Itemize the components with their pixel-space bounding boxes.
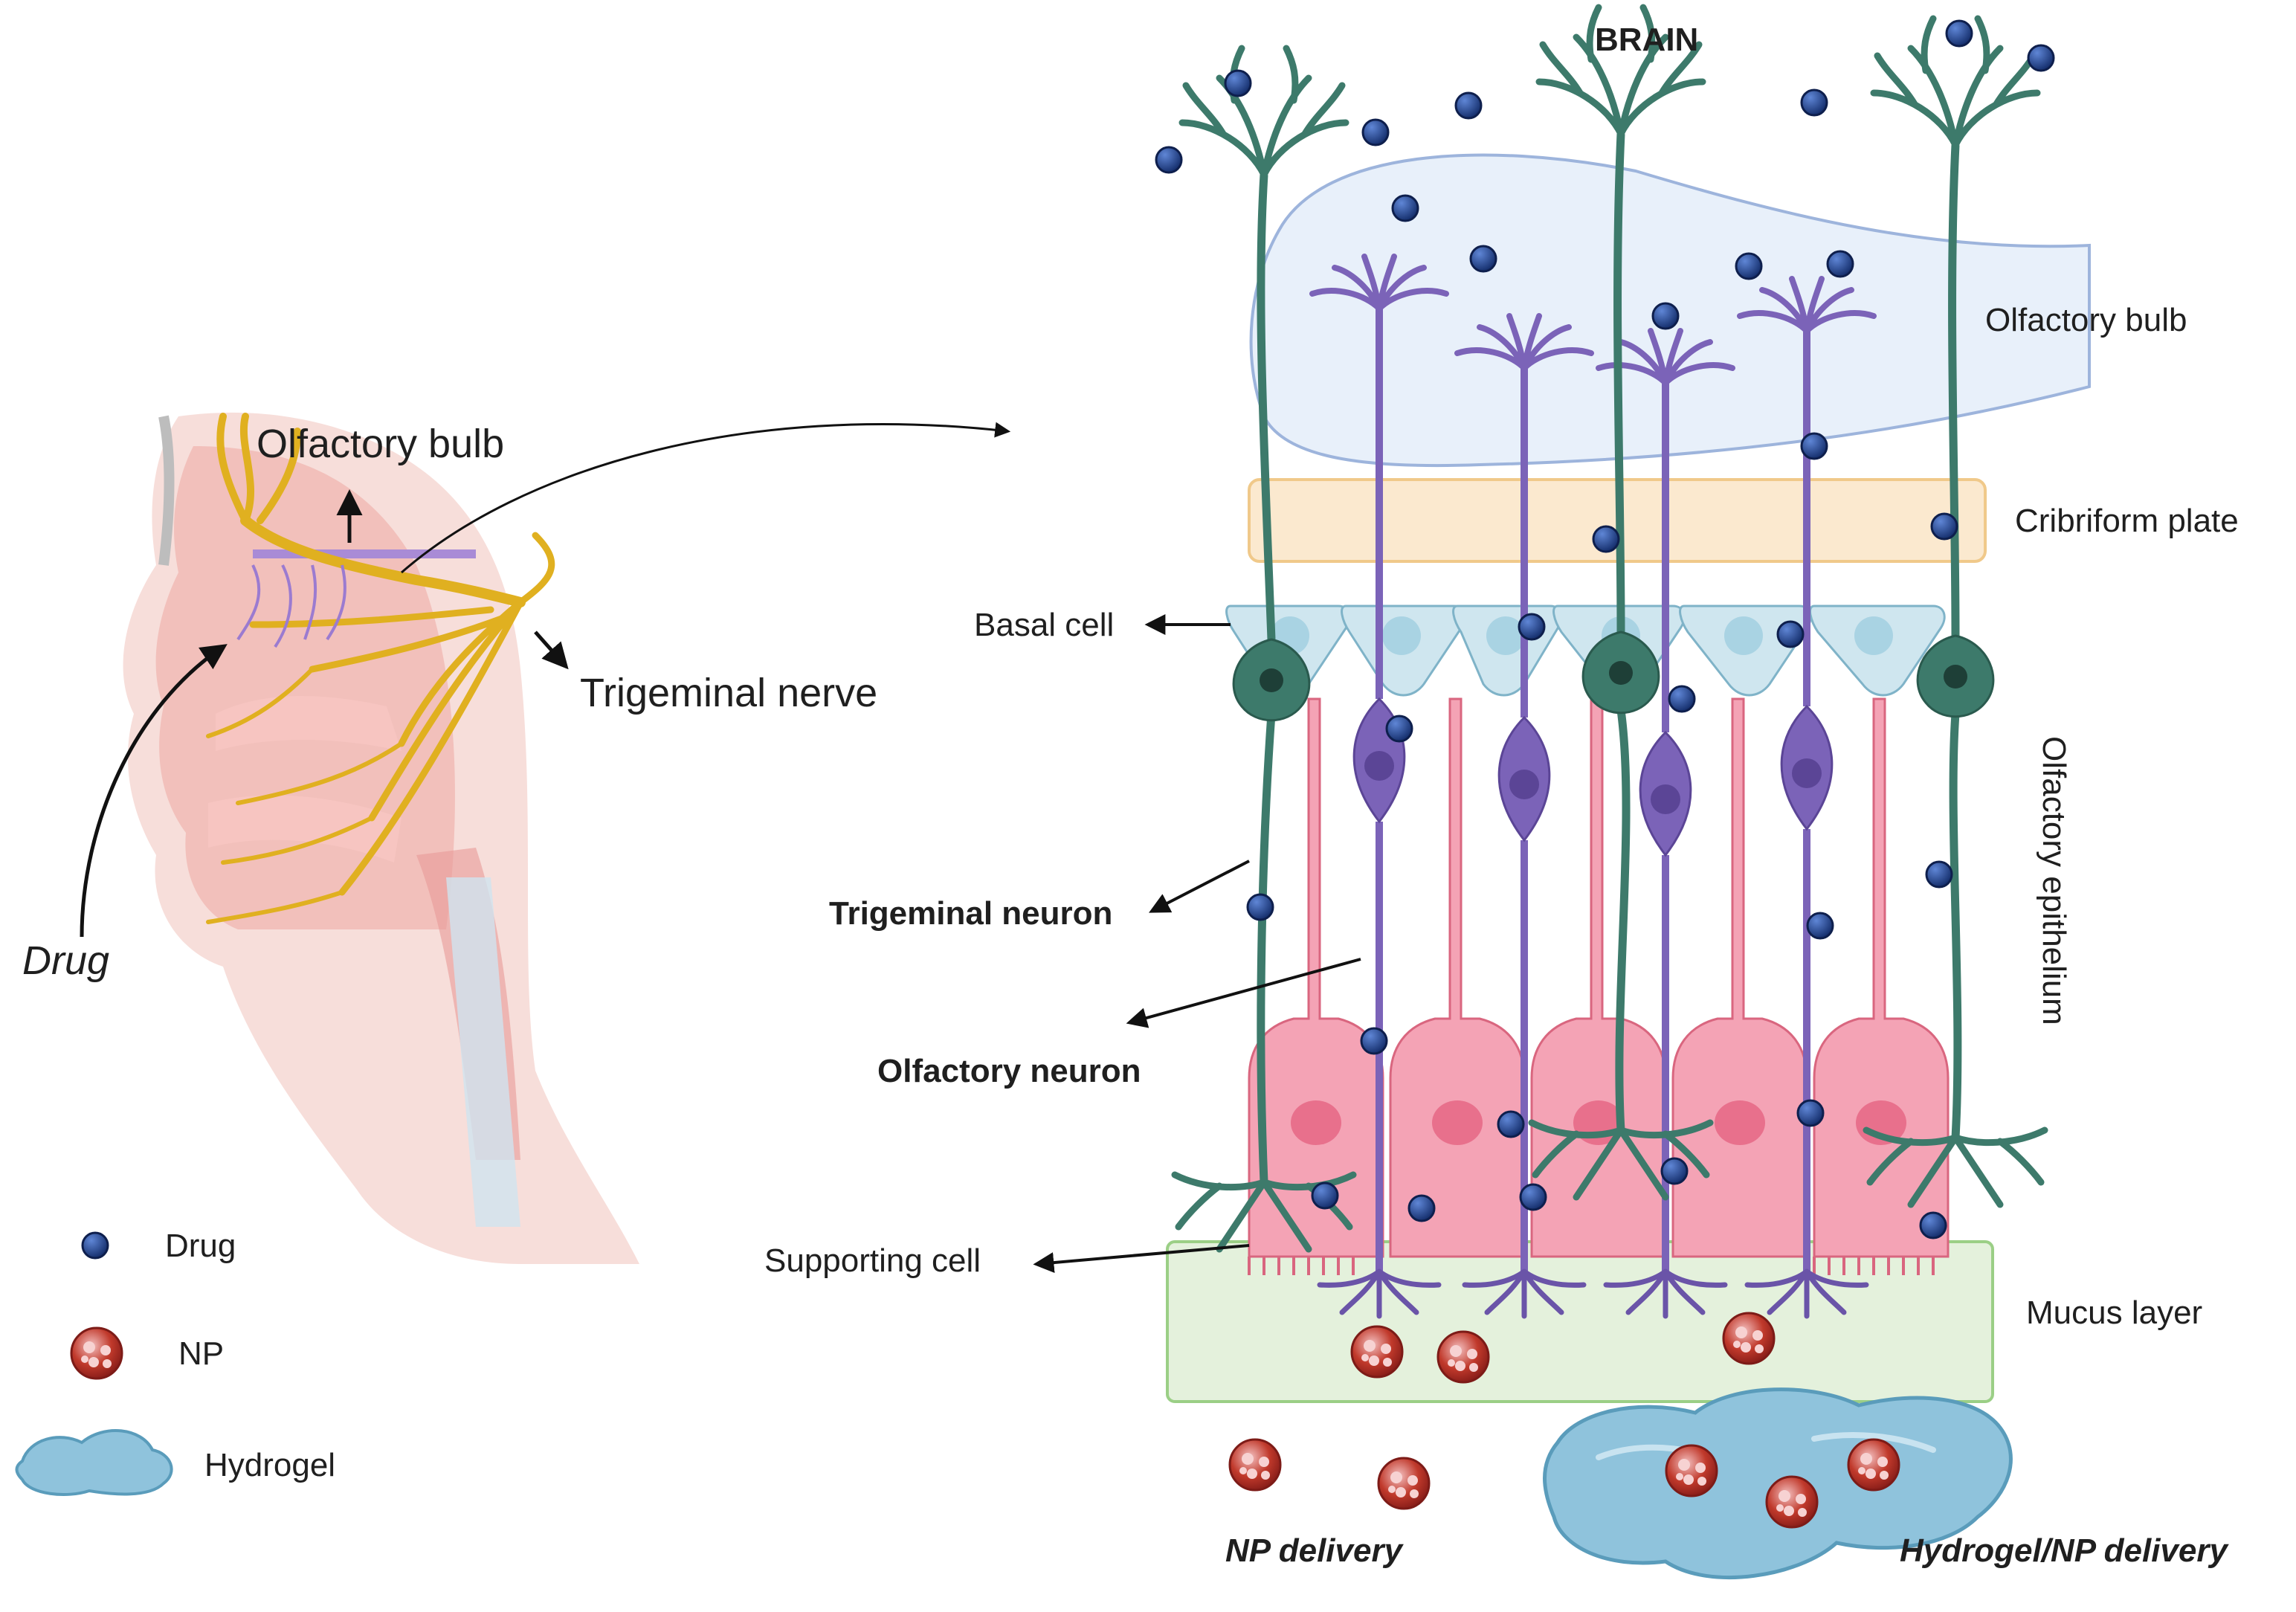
basal-cells [1225,604,1946,697]
legend-np-label: NP [178,1335,224,1372]
drug-molecule [1800,432,1828,460]
drug-molecule [1735,252,1763,280]
drug-molecule [1469,245,1497,273]
drug-molecule [1497,1110,1525,1138]
olfactory-neuron [1740,279,1874,1316]
drug-molecule [1360,1027,1388,1055]
label-olfactory-bulb: Olfactory bulb [1985,302,2187,338]
legend: Drug NP Hydrogel [15,1228,335,1496]
nanoparticle [1665,1444,1718,1497]
label-brain: BRAIN [1595,22,1698,58]
nanoparticle [1765,1475,1819,1529]
legend-hydrogel-label: Hydrogel [204,1447,335,1483]
drug-molecule [1519,1183,1547,1211]
label-drug-entry: Drug [22,938,109,983]
drug-molecule [1592,525,1620,553]
mucus-layer [1166,1240,1994,1403]
drug-molecule [1919,1211,1947,1239]
supporting-cell-arrow [1033,1244,1250,1273]
hydrogel-delivery-group [1543,1387,2013,1579]
drug-molecule [1660,1157,1689,1185]
olfactory-neuron-arrow [1126,958,1361,1028]
drug-molecule [1391,194,1419,222]
drug-molecule [1776,620,1805,648]
nanoparticle [1847,1438,1900,1492]
drug-molecule [1385,715,1413,743]
drug-molecule [1311,1181,1339,1210]
supporting-cell [1813,697,1950,1258]
legend-hydrogel-icon [15,1429,173,1496]
drug-molecule [1826,250,1854,278]
drug-molecule [1945,19,1973,48]
drug-molecule [1518,613,1546,641]
drug-molecule [2027,44,2055,72]
drug-molecule [1246,893,1274,921]
trigeminal-nerve-arrow [534,631,569,670]
drug-molecule [1155,146,1183,174]
label-basal-cell: Basal cell [974,607,1114,643]
drug-molecule [1361,118,1390,146]
drug-molecule [1796,1099,1825,1127]
drug-molecule [1454,91,1483,120]
trigeminal-neuron [1532,7,1710,1197]
np-delivery-group [1228,1438,1431,1510]
drug-molecule [1224,69,1252,97]
trigeminal-neurons [1175,7,2045,1249]
drug-molecule [1407,1194,1436,1222]
legend-drug-label: Drug [165,1228,236,1264]
drug-molecule [1668,685,1696,713]
nanoparticle [1722,1312,1776,1365]
trigeminal-neuron-arrow [1149,860,1250,913]
nanoparticle [1377,1457,1431,1510]
drug-molecule [1806,912,1834,940]
label-mucus-layer: Mucus layer [2026,1295,2202,1331]
label-trigeminal-neuron: Trigeminal neuron [829,895,1112,932]
legend-nanoparticle-icon [70,1326,123,1380]
drug-entry-arrow [80,644,228,938]
nanoparticle [1350,1325,1404,1379]
label-trigeminal-nerve: Trigeminal nerve [580,671,877,715]
label-olfactory-bulb-head: Olfactory bulb [257,422,504,466]
drug-molecule [1651,302,1680,330]
drug-molecule [1925,860,1953,889]
zoom-in-arrow [401,422,1011,574]
label-np-delivery: NP delivery [1225,1532,1405,1569]
label-olfactory-neuron: Olfactory neuron [877,1053,1141,1089]
drug-molecule [1930,512,1958,541]
olfactory-neuron [1457,316,1591,1316]
nanoparticle [1436,1330,1490,1384]
legend-drug-dot-icon [81,1231,109,1260]
supporting-cells [1248,697,1950,1275]
olfactory-neuron [1599,331,1732,1316]
drug-molecule [1800,88,1828,117]
label-hydrogel-np-delivery: Hydrogel/NP delivery [1900,1532,2229,1569]
label-supporting-cell: Supporting cell [764,1242,981,1279]
nanoparticle [1228,1438,1282,1492]
label-cribriform-plate: Cribriform plate [2015,503,2239,539]
head-sagittal-section [123,412,640,1264]
trigeminal-neuron [1866,19,2045,1205]
label-olfactory-epithelium: Olfactory epithelium [2036,736,2072,1025]
